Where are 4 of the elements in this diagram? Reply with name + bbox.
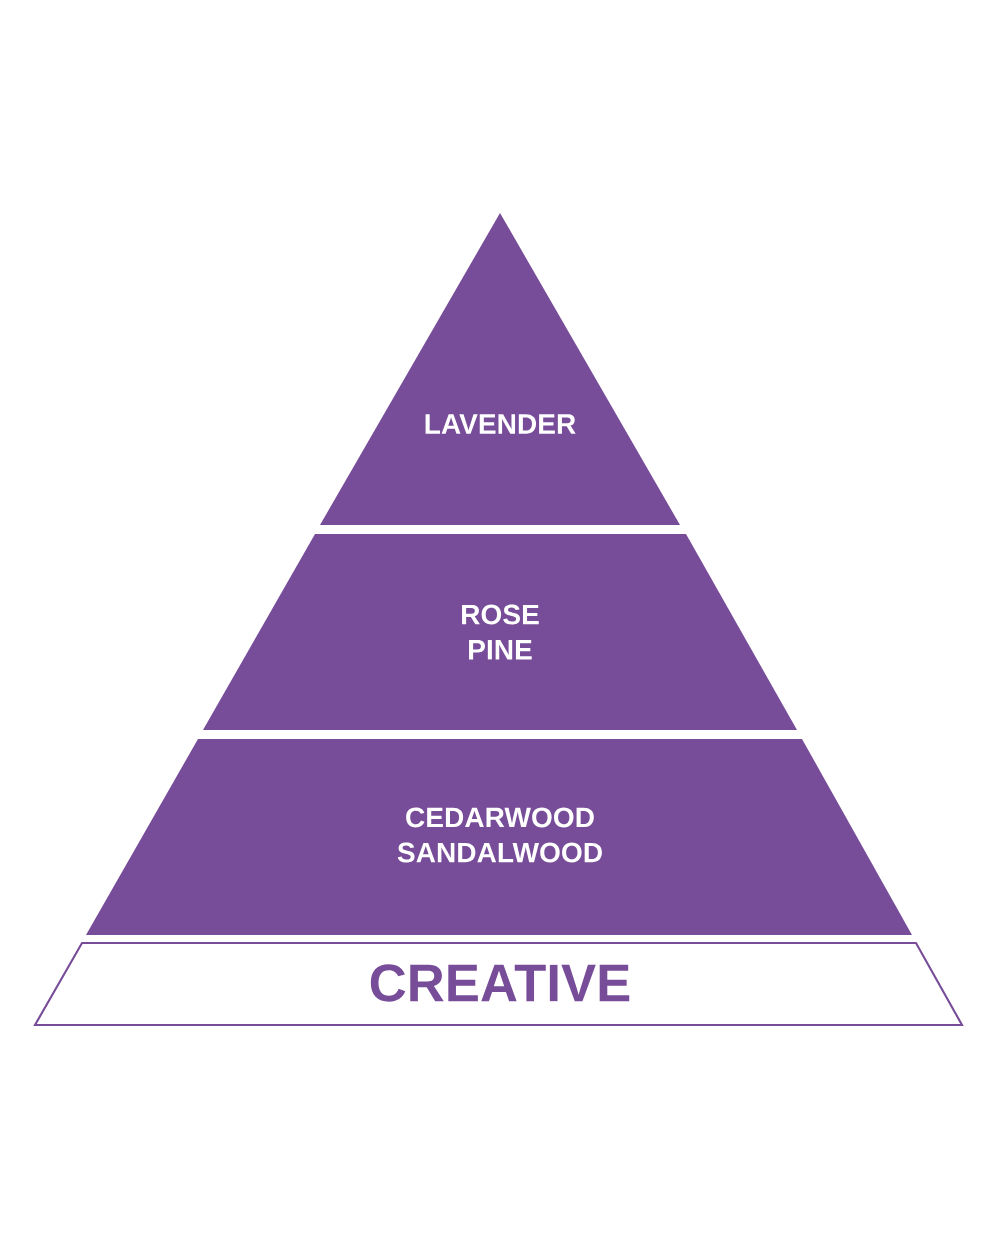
pyramid-base: CREATIVE xyxy=(33,941,964,1027)
pyramid-tier: ROSE PINE xyxy=(203,534,797,730)
pyramid-tier: LAVENDER xyxy=(320,213,680,525)
pyramid-tier: CEDARWOOD SANDALWOOD xyxy=(86,739,912,935)
